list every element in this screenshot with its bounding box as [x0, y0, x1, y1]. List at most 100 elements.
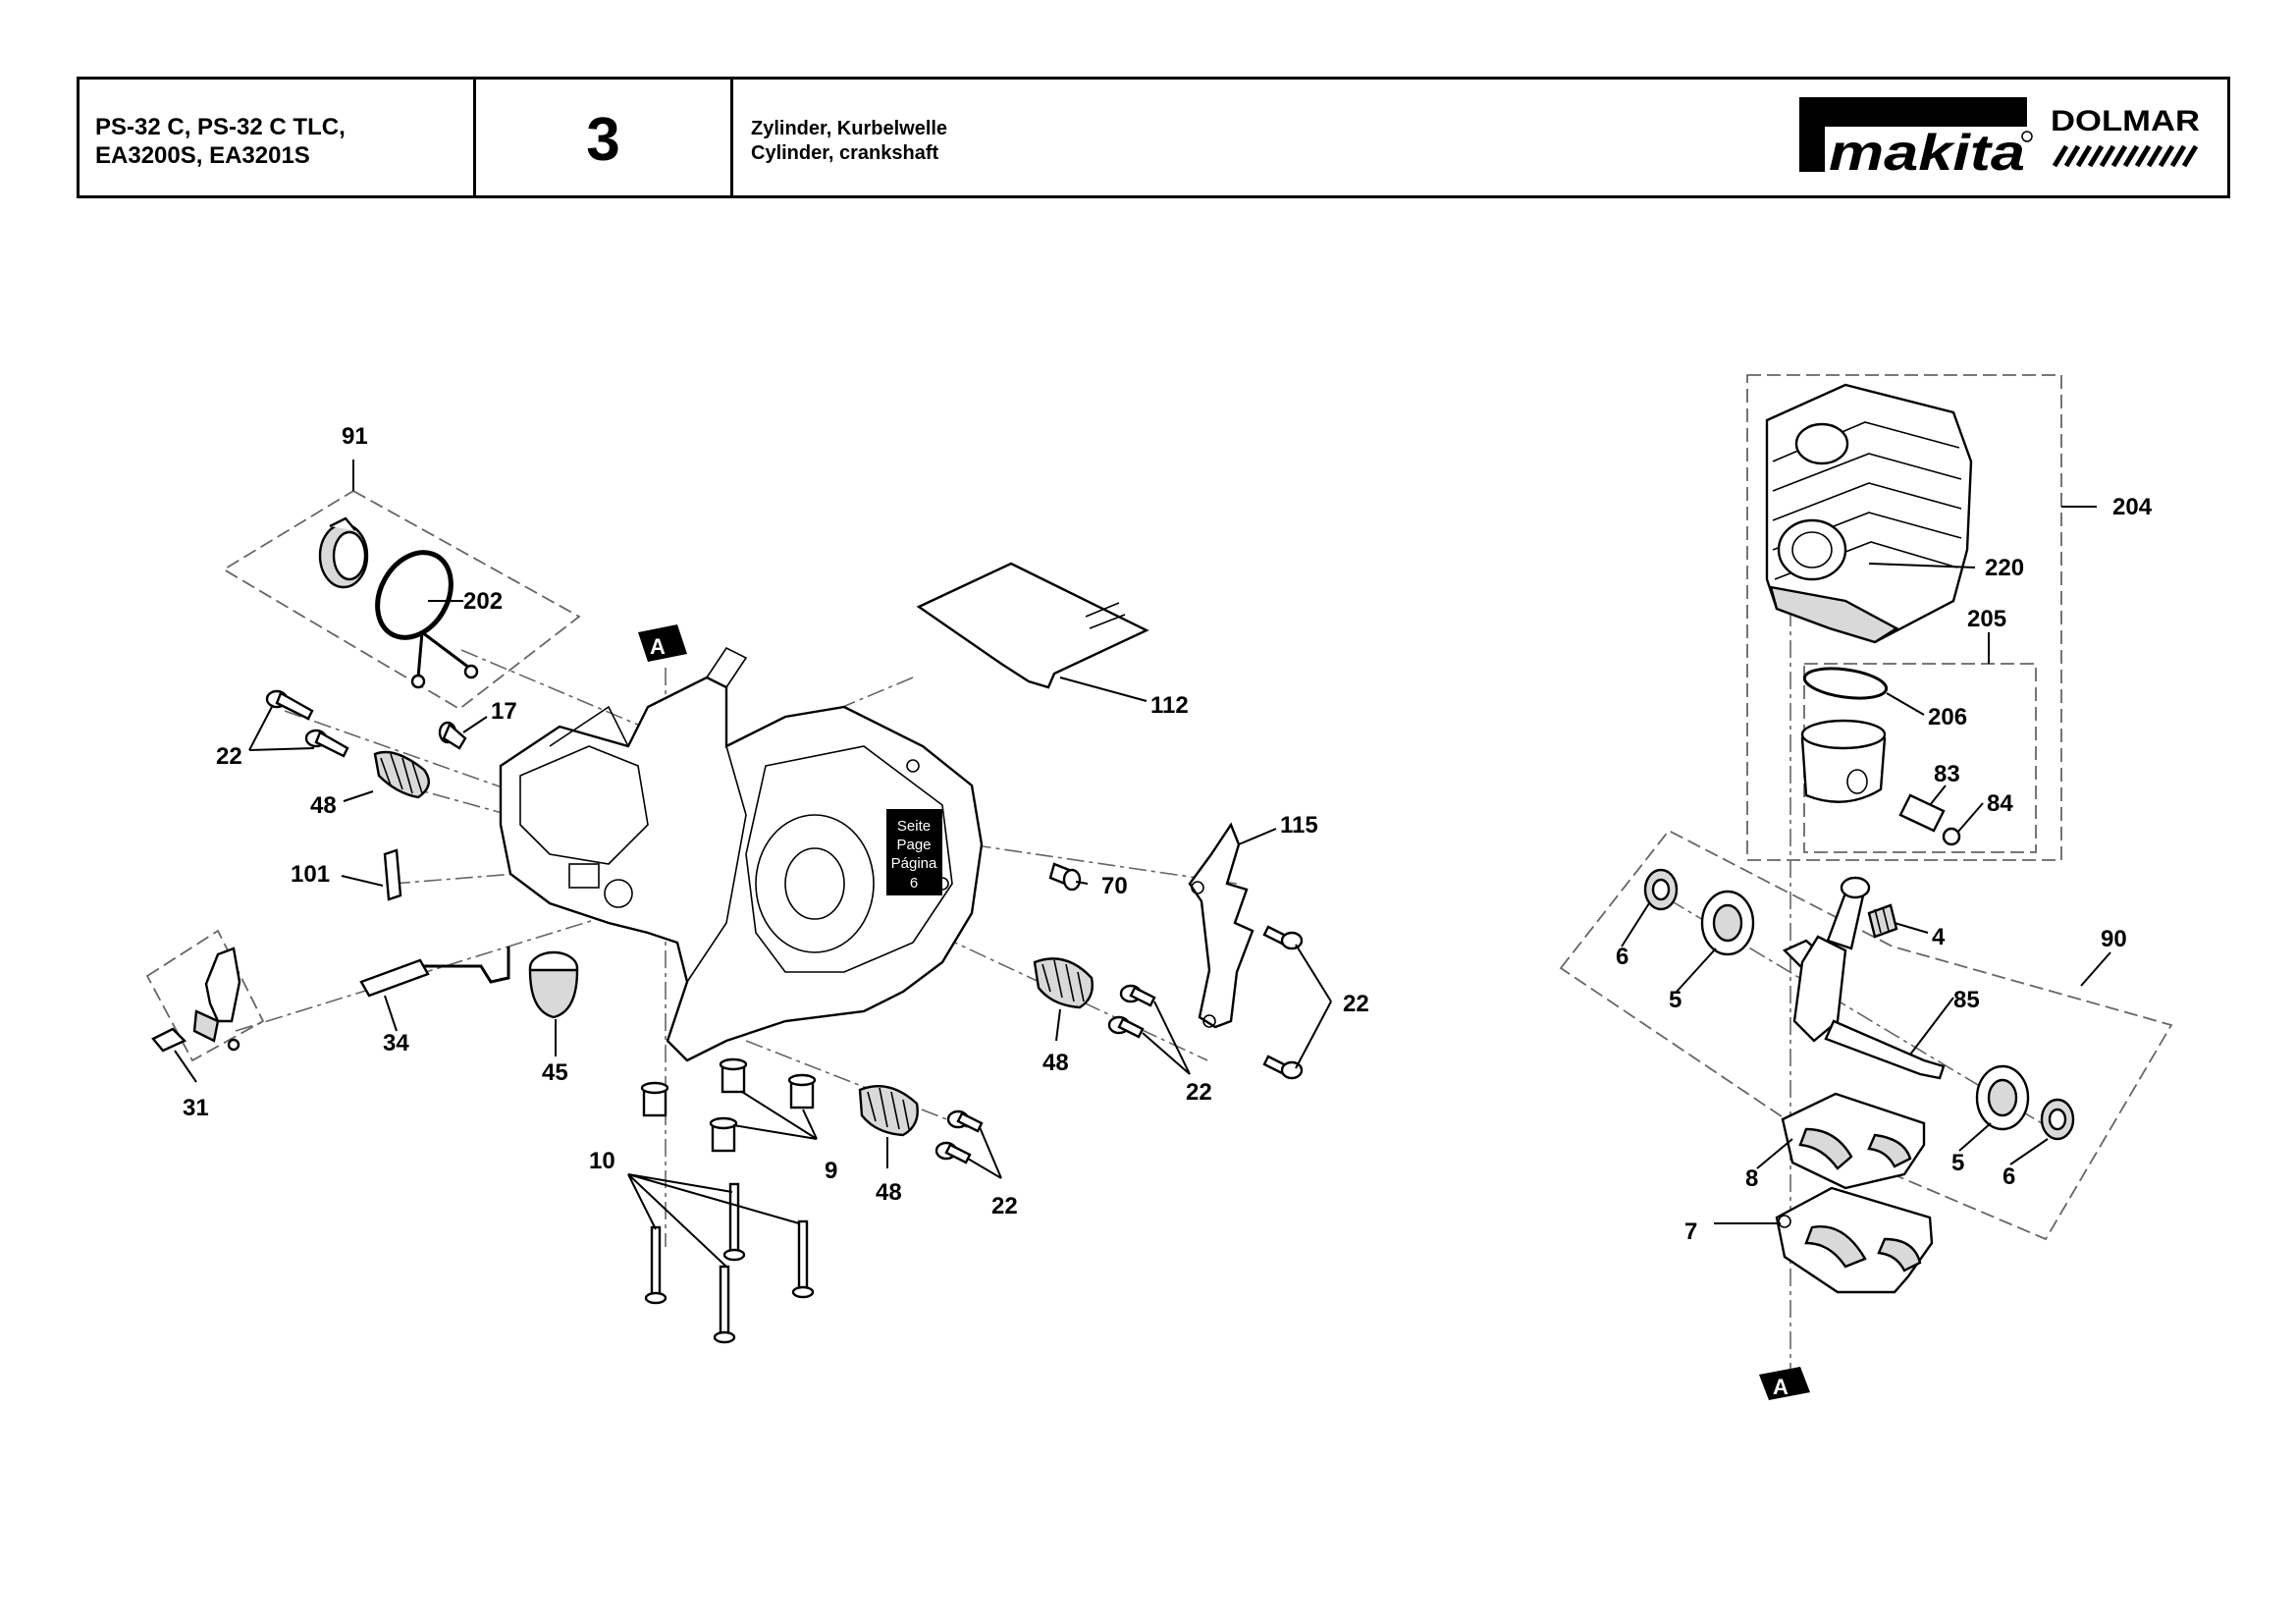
centerline-48c — [745, 1040, 973, 1130]
leader-112 — [1059, 677, 1148, 702]
callout-202: 202 — [463, 588, 503, 615]
part-22-screw-b1 — [946, 1110, 984, 1133]
group-box-91 — [222, 489, 581, 711]
leader-115 — [1238, 828, 1277, 845]
part-22-screw-lower — [304, 729, 349, 758]
part-91-spring-clip — [410, 630, 479, 689]
leader-22c — [1142, 1001, 1191, 1075]
part-34-choke-rod — [359, 947, 510, 998]
page-number: 3 — [476, 80, 733, 195]
leader-48a — [343, 790, 374, 802]
part-204-cylinder — [1765, 383, 1973, 644]
part-9-sleeve-2 — [719, 1057, 748, 1094]
leader-9 — [732, 1091, 818, 1140]
leader-5a — [1676, 947, 1717, 993]
leader-5b — [1958, 1122, 1992, 1152]
callout-45: 45 — [542, 1059, 568, 1086]
callout-91: 91 — [342, 423, 368, 450]
leader-83 — [1929, 785, 1947, 806]
reference-marker-bottom-text: A — [1773, 1375, 1789, 1399]
callout-84: 84 — [1987, 790, 2013, 817]
part-22-screw-b2 — [934, 1141, 972, 1164]
model-line-2: EA3200S, EA3201S — [95, 142, 310, 169]
part-115-chain-catcher — [1188, 822, 1255, 1029]
section-title: Zylinder, Kurbelwelle Cylinder, cranksha… — [733, 80, 2233, 195]
page-reference-box: Seite Page Página 6 — [886, 809, 942, 895]
part-48-spring-right — [1033, 957, 1094, 1009]
callout-70: 70 — [1101, 873, 1128, 899]
leader-206 — [1886, 692, 1925, 716]
part-10-bolt-1 — [644, 1225, 667, 1305]
part-45-primer-bulb — [528, 950, 579, 1019]
part-48-spring-bottom — [858, 1085, 919, 1137]
centerline-70 — [941, 839, 1238, 885]
callout-83: 83 — [1934, 761, 1960, 787]
part-31-lever — [151, 947, 241, 1053]
leader-34 — [384, 995, 398, 1032]
leader-85 — [1909, 997, 1954, 1056]
part-48-spring-left — [373, 750, 430, 799]
callout-17: 17 — [491, 698, 517, 725]
leader-6b — [2009, 1138, 2049, 1165]
callout-205: 205 — [1967, 606, 2006, 632]
part-crankcase-housing — [499, 646, 984, 1062]
page-ref-line-4: 6 — [910, 875, 918, 892]
callout-8: 8 — [1745, 1165, 1758, 1192]
callout-90: 90 — [2101, 926, 2127, 952]
callout-4: 4 — [1932, 924, 1946, 950]
dolmar-logo: DOLMAR — [2049, 99, 2206, 181]
makita-logo: makita — [1799, 97, 2035, 185]
title-english: Cylinder, crankshaft — [751, 142, 939, 164]
leader-90 — [2080, 951, 2111, 987]
centerline-31 — [235, 902, 649, 1032]
callout-6a: 6 — [1616, 944, 1629, 970]
callout-220: 220 — [1985, 555, 2024, 581]
part-112-gasket — [916, 562, 1149, 689]
callout-6b: 6 — [2002, 1164, 2015, 1190]
part-6-seal-right — [2040, 1098, 2075, 1141]
callout-48a: 48 — [310, 792, 337, 819]
callout-31: 31 — [183, 1095, 209, 1121]
part-22-screw-m2 — [1107, 1015, 1145, 1039]
dolmar-logo-text: DOLMAR — [2051, 105, 2200, 137]
part-piston — [1800, 719, 1887, 803]
part-4-needle-bearing — [1867, 903, 1898, 939]
callout-7: 7 — [1684, 1218, 1697, 1245]
part-83-piston-pin — [1898, 793, 1946, 833]
leader-220 — [1868, 563, 1976, 568]
callout-9: 9 — [825, 1158, 837, 1184]
page-ref-line-2: Page — [896, 837, 931, 853]
callout-5b: 5 — [1951, 1150, 1964, 1176]
leader-70 — [1075, 881, 1089, 885]
leader-6a — [1621, 902, 1650, 947]
leader-31 — [174, 1050, 197, 1083]
leader-48b — [1055, 1008, 1061, 1042]
leader-17 — [462, 716, 488, 733]
reference-marker-bottom: A — [1759, 1367, 1810, 1400]
callout-34: 34 — [383, 1030, 409, 1056]
page-ref-line-3: Página — [891, 855, 937, 872]
part-7-crankcase-cover — [1775, 1186, 1934, 1294]
callout-22d: 22 — [991, 1193, 1018, 1219]
leader-101 — [341, 875, 384, 887]
callout-115: 115 — [1280, 812, 1318, 839]
group-box-204 — [1746, 374, 2062, 861]
part-9-sleeve-1 — [640, 1081, 669, 1117]
callout-22c: 22 — [1186, 1079, 1212, 1106]
part-85-crankshaft — [1782, 876, 1946, 1080]
makita-logo-text: makita — [1829, 125, 2025, 178]
title-block: PS-32 C, PS-32 C TLC, EA3200S, EA3201S 3… — [77, 77, 2230, 198]
callout-204: 204 — [2112, 494, 2153, 520]
part-22-screw-m1 — [1119, 984, 1156, 1007]
reference-marker-top: A — [638, 624, 687, 662]
callout-48c: 48 — [876, 1179, 902, 1206]
callout-85: 85 — [1953, 987, 1980, 1013]
part-9-sleeve-4 — [709, 1116, 738, 1153]
callout-22a: 22 — [216, 743, 242, 770]
model-line-1: PS-32 C, PS-32 C TLC, — [95, 114, 346, 140]
part-5-bearing-left — [1700, 890, 1755, 956]
part-6-seal-left — [1643, 868, 1679, 911]
callout-101: 101 — [291, 861, 330, 888]
leader-4 — [1894, 922, 1929, 934]
reference-marker-top-text: A — [650, 634, 666, 659]
